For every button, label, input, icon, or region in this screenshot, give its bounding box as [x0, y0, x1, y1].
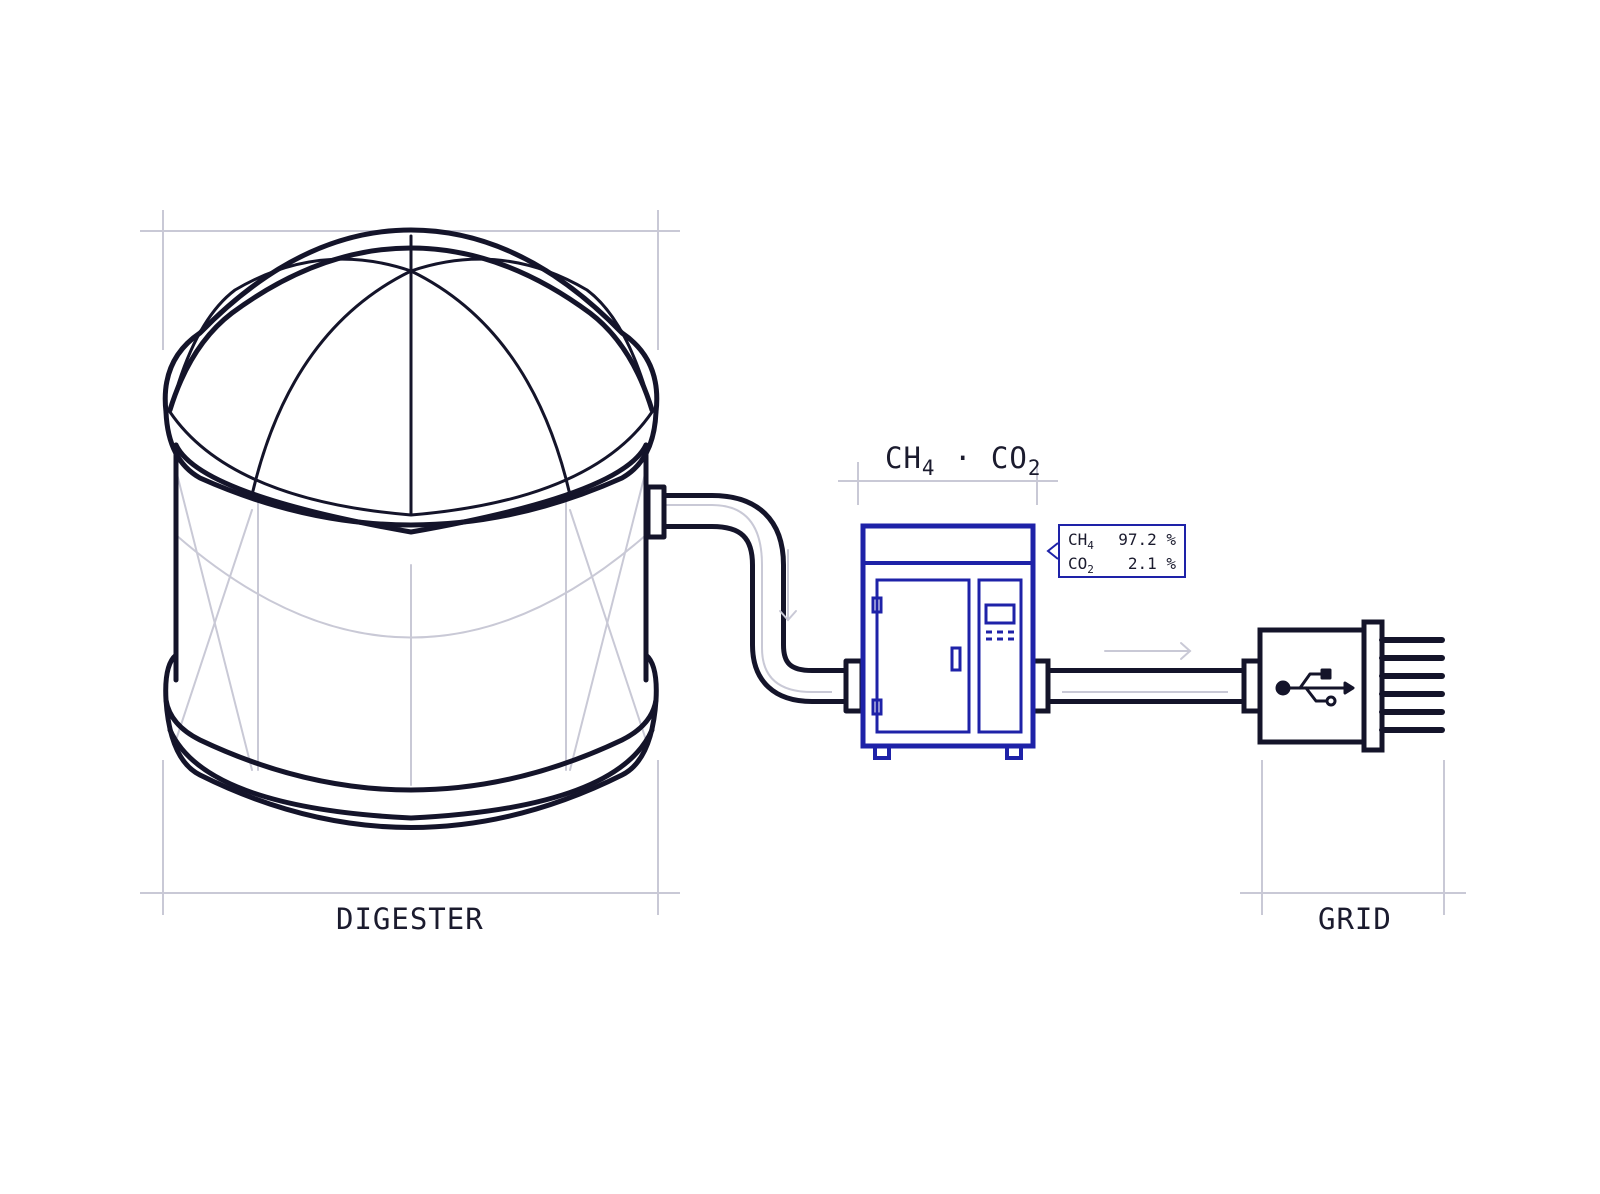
flow-arrow-icon [779, 549, 1192, 660]
readout-row-ch4: CH4 97.2 % [1068, 530, 1176, 552]
outlet-pipe [1029, 658, 1263, 714]
usb-icon [1275, 668, 1355, 707]
gas-readout: CH4 97.2 % CO2 2.1 % [1058, 524, 1186, 578]
inlet-pipe [645, 484, 865, 714]
digester-label: DIGESTER [336, 902, 484, 936]
construction-guides [140, 210, 1466, 915]
grid-connector [1257, 619, 1445, 753]
gas-analyzer [860, 523, 1059, 760]
gas-heading: CH4 · CO2 [885, 441, 1042, 480]
digester-tank [162, 227, 660, 830]
grid-label: GRID [1318, 902, 1392, 936]
readout-row-co2: CO2 2.1 % [1068, 554, 1176, 576]
